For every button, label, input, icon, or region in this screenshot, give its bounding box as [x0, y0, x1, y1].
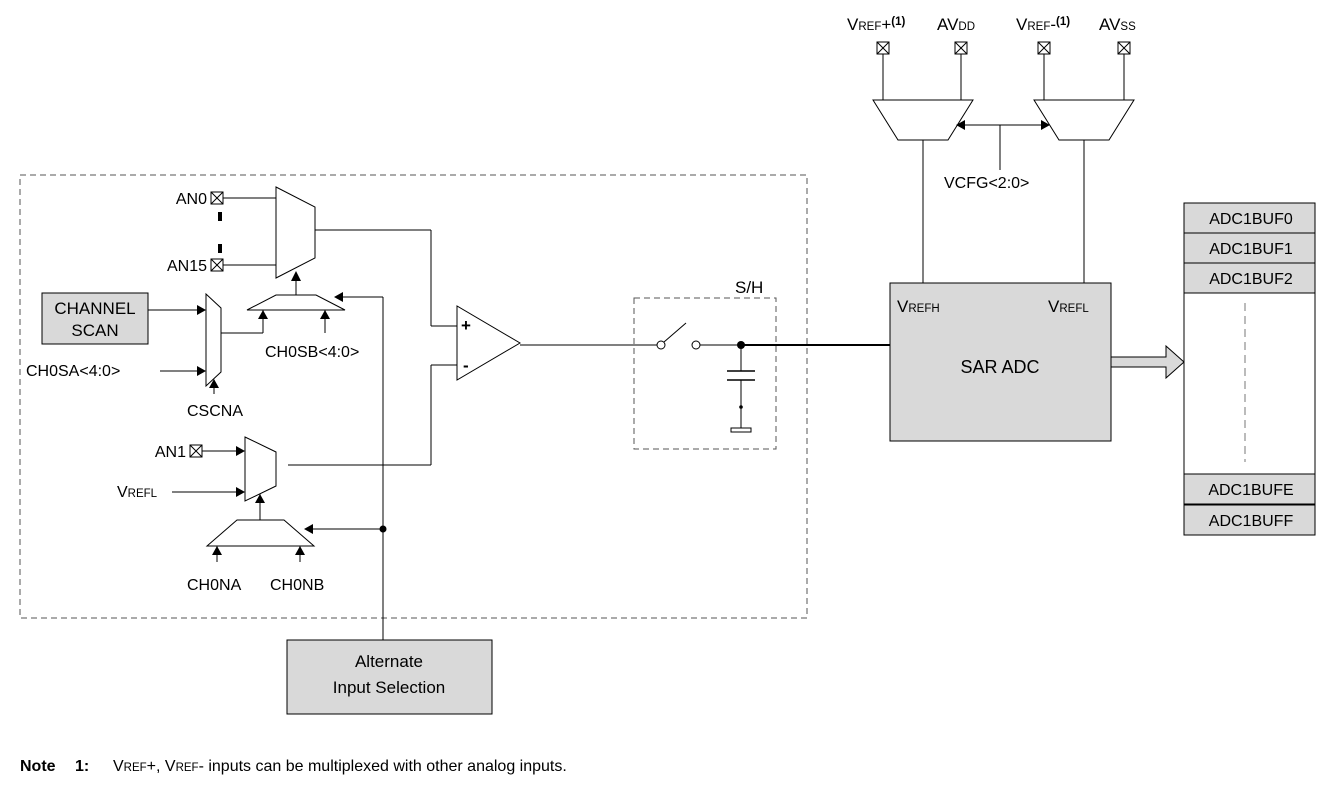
an0-pin-icon: [210, 191, 224, 205]
vcfg-label: VCFG<2:0>: [944, 175, 1029, 192]
channel-scan-label-line2: SCAN: [71, 321, 118, 340]
switch-arm-icon: [663, 322, 687, 343]
ch0sa-label: CH0SA<4:0>: [26, 363, 120, 380]
pin-vref-minus-label: VREF-(1): [1016, 15, 1070, 34]
an1-pin-icon: [189, 444, 203, 458]
svg-text:VREF+(1): VREF+(1): [847, 15, 906, 34]
ch0sb-select-mux: [246, 294, 346, 311]
an1-label: AN1: [155, 444, 186, 461]
ch0na-label: CH0NA: [187, 577, 242, 594]
an0-label: AN0: [176, 191, 207, 208]
amp-minus-label: -: [463, 356, 469, 375]
alternate-label-line1: Alternate: [355, 652, 423, 671]
ellipsis-dot-icon: [218, 212, 222, 221]
buffer-label: ADC1BUFE: [1208, 482, 1293, 499]
positive-input-mux: [275, 186, 316, 279]
buffer-label: ADC1BUF2: [1209, 271, 1293, 288]
amp-plus-label: +: [461, 316, 471, 335]
pin-avdd-icon: [954, 41, 968, 55]
input-mux-region: [19, 174, 808, 619]
buffer-label: ADC1BUFF: [1209, 513, 1294, 530]
vrefl-input-label: VREFL: [117, 484, 158, 501]
ch0sb-label: CH0SB<4:0>: [265, 344, 359, 361]
switch-contact-icon: [656, 340, 666, 350]
pin-vref-minus-icon: [1037, 41, 1051, 55]
buffer-register: [1183, 504, 1316, 536]
cscna-label: CSCNA: [187, 403, 243, 420]
alternate-input-selection-box: [286, 639, 493, 715]
channel-scan-box: [41, 292, 149, 345]
sar-adc-title: SAR ADC: [960, 357, 1039, 377]
ellipsis-dot-icon: [218, 244, 222, 253]
vref-low-mux: [1033, 99, 1135, 141]
buffer-register: [1183, 473, 1316, 505]
an15-label: AN15: [167, 258, 207, 275]
negative-input-mux: [244, 436, 277, 502]
sample-amplifier: [456, 305, 521, 381]
note-word: Note: [20, 758, 56, 775]
an15-pin-icon: [210, 258, 224, 272]
pin-vref-plus-label: VREF+(1): [847, 15, 906, 34]
ground-icon: [730, 427, 752, 433]
pin-avss-label: AVSS: [1099, 15, 1136, 34]
note-text: VREF+, VREF- inputs can be multiplexed w…: [113, 758, 567, 775]
note-number: 1:: [75, 758, 89, 775]
buffer-label: ADC1BUF0: [1209, 211, 1293, 228]
alternate-label-line2: Input Selection: [333, 678, 445, 697]
pin-avss-icon: [1117, 41, 1131, 55]
ch0nb-label: CH0NB: [270, 577, 324, 594]
buffer-label: ADC1BUF1: [1209, 241, 1293, 258]
adc-vrefh-label: VREFH: [897, 297, 940, 316]
pin-vref-plus-icon: [876, 41, 890, 55]
channel-scan-label-line1: CHANNEL: [54, 299, 135, 318]
vref-high-mux: [872, 99, 974, 141]
switch-contact-icon: [691, 340, 701, 350]
sample-hold-region: [633, 297, 777, 450]
buffer-register: [1183, 262, 1316, 294]
adc-vrefl-label: VREFL: [1048, 297, 1089, 316]
ch0n-select-mux: [205, 519, 316, 547]
channel-scan-mux: [205, 292, 222, 388]
svg-text:VREF-(1): VREF-(1): [1016, 15, 1070, 34]
pin-avdd-label: AVDD: [937, 15, 975, 34]
data-bus-arrow-icon: [1110, 344, 1185, 380]
sh-label: S/H: [735, 278, 763, 297]
